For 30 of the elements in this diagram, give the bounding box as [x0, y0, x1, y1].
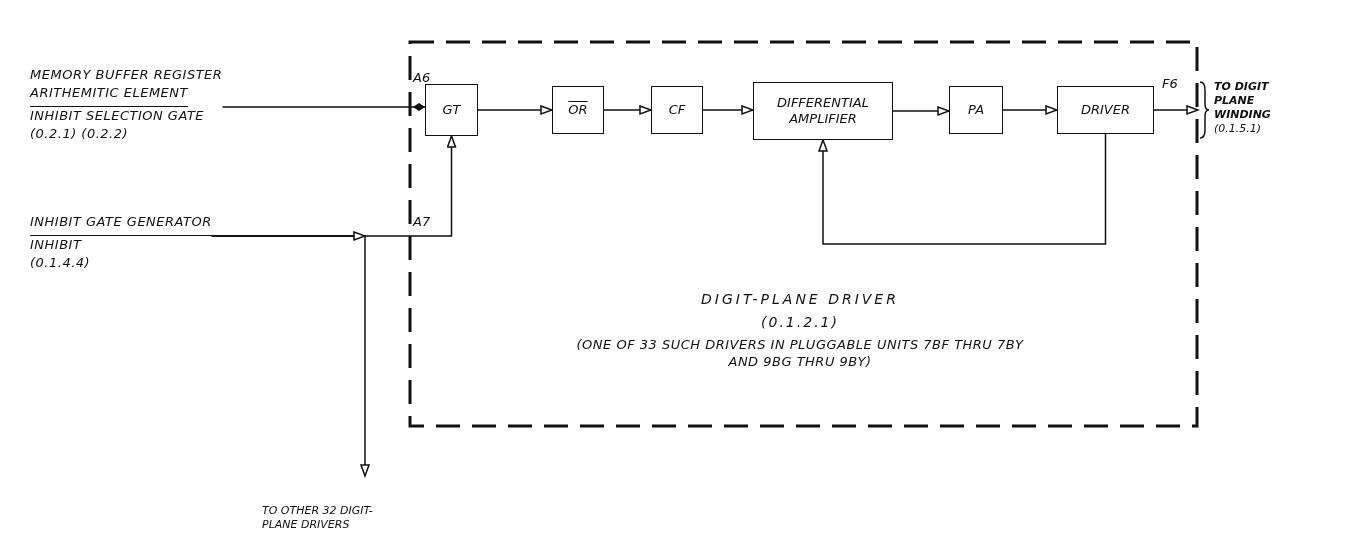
function-block: CF [651, 86, 703, 134]
arrow [892, 106, 950, 116]
pin-label: F6 [1162, 76, 1178, 91]
reference-number: (0.1.2.1) [761, 312, 839, 332]
function-block: GT [425, 84, 478, 136]
signal-source-text: ARITHEMITIC ELEMENT [30, 84, 188, 107]
block-title: DIGIT-PLANE DRIVER [701, 290, 899, 309]
output-destination: TO DIGIT PLANE WINDING (0.1.5.1) [1198, 80, 1313, 140]
note-text: (ONE OF 33 SUCH DRIVERS IN PLUGGABLE UNITS 7BF THRU 7BY AND 9BG THRU 9BY) [575, 335, 1025, 371]
function-block: DRIVER [1057, 86, 1154, 134]
function-block: DIFFERENTIAL AMPLIFIER [753, 82, 893, 140]
arrow [1153, 105, 1199, 115]
arrow [818, 133, 1107, 245]
function-block: OR [552, 86, 604, 134]
pin-label: A7 [413, 214, 431, 229]
signal-source-text: INHIBIT SELECTION GATE [30, 107, 205, 125]
signal-source-text: INHIBIT GATE GENERATOR [30, 213, 212, 236]
signal-source-text: INHIBIT [30, 236, 82, 254]
arrow [702, 105, 754, 115]
dashed-enclosure [410, 42, 1197, 426]
signal-source-text: (0.1.4.4) [30, 254, 91, 272]
function-block: PA [949, 86, 1003, 134]
arrow [603, 105, 652, 115]
arrow [210, 231, 366, 241]
pin-label: A6 [413, 70, 431, 85]
destination-text: TO OTHER 32 DIGIT-PLANE DRIVERS [262, 504, 374, 532]
signal-source-text: MEMORY BUFFER REGISTER [30, 66, 223, 84]
arrow [1002, 105, 1058, 115]
arrow [477, 105, 553, 115]
signal-source-text: (0.2.1) (0.2.2) [30, 125, 129, 143]
